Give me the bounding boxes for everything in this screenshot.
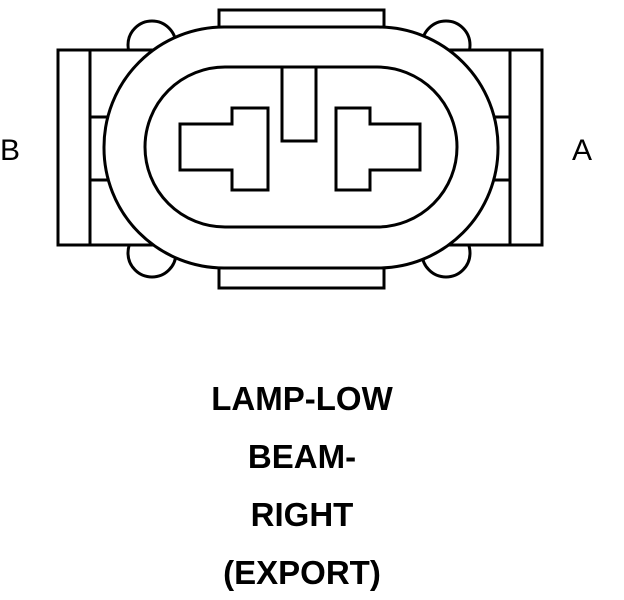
terminal-b <box>178 106 270 192</box>
connector-face-diagram <box>56 8 544 290</box>
pin-b-label: B <box>0 134 21 167</box>
caption-line-1: LAMP-LOW <box>211 380 393 417</box>
caption-line-4: (EXPORT) <box>223 554 381 591</box>
caption-line-3: RIGHT <box>250 496 354 533</box>
caption-line-2: BEAM- <box>247 438 357 475</box>
pin-a-label: A <box>572 134 593 167</box>
center-key <box>280 65 318 143</box>
terminal-a <box>334 106 422 192</box>
